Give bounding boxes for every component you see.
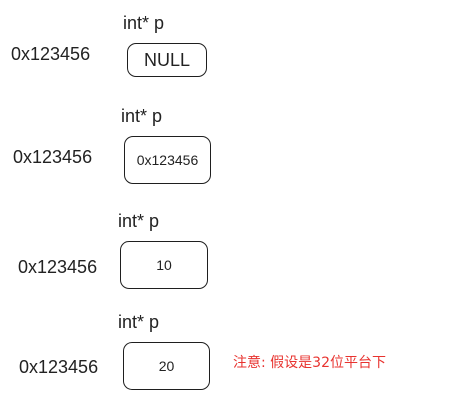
pointer-row-ten: int* p 0x123456 10 [0, 200, 473, 300]
pointer-value: 20 [158, 358, 175, 374]
pointer-row-address: int* p 0x123456 0x123456 [0, 100, 473, 200]
pointer-address: 0x123456 [18, 257, 98, 277]
pointer-type-label: int* p [123, 13, 165, 33]
pointer-value: 0x123456 [136, 152, 199, 168]
pointer-value-box: 20 [123, 342, 210, 390]
pointer-value-box: 0x123456 [124, 136, 211, 184]
pointer-address: 0x123456 [19, 357, 99, 377]
pointer-address: 0x123456 [13, 147, 93, 167]
pointer-value-box: 10 [120, 241, 208, 289]
pointer-value-box: NULL [127, 43, 207, 77]
pointer-value: 10 [156, 257, 172, 273]
pointer-type-label: int* p [118, 211, 160, 231]
pointer-type-label: int* p [121, 106, 163, 126]
pointer-type-label: int* p [118, 312, 160, 332]
pointer-row-null: int* p 0x123456 NULL [0, 0, 473, 100]
pointer-address: 0x123456 [11, 44, 91, 64]
platform-note: 注意: 假设是32位平台下 [233, 355, 386, 371]
pointer-row-twenty: int* p 0x123456 20 [0, 300, 473, 400]
pointer-value: NULL [143, 49, 191, 70]
